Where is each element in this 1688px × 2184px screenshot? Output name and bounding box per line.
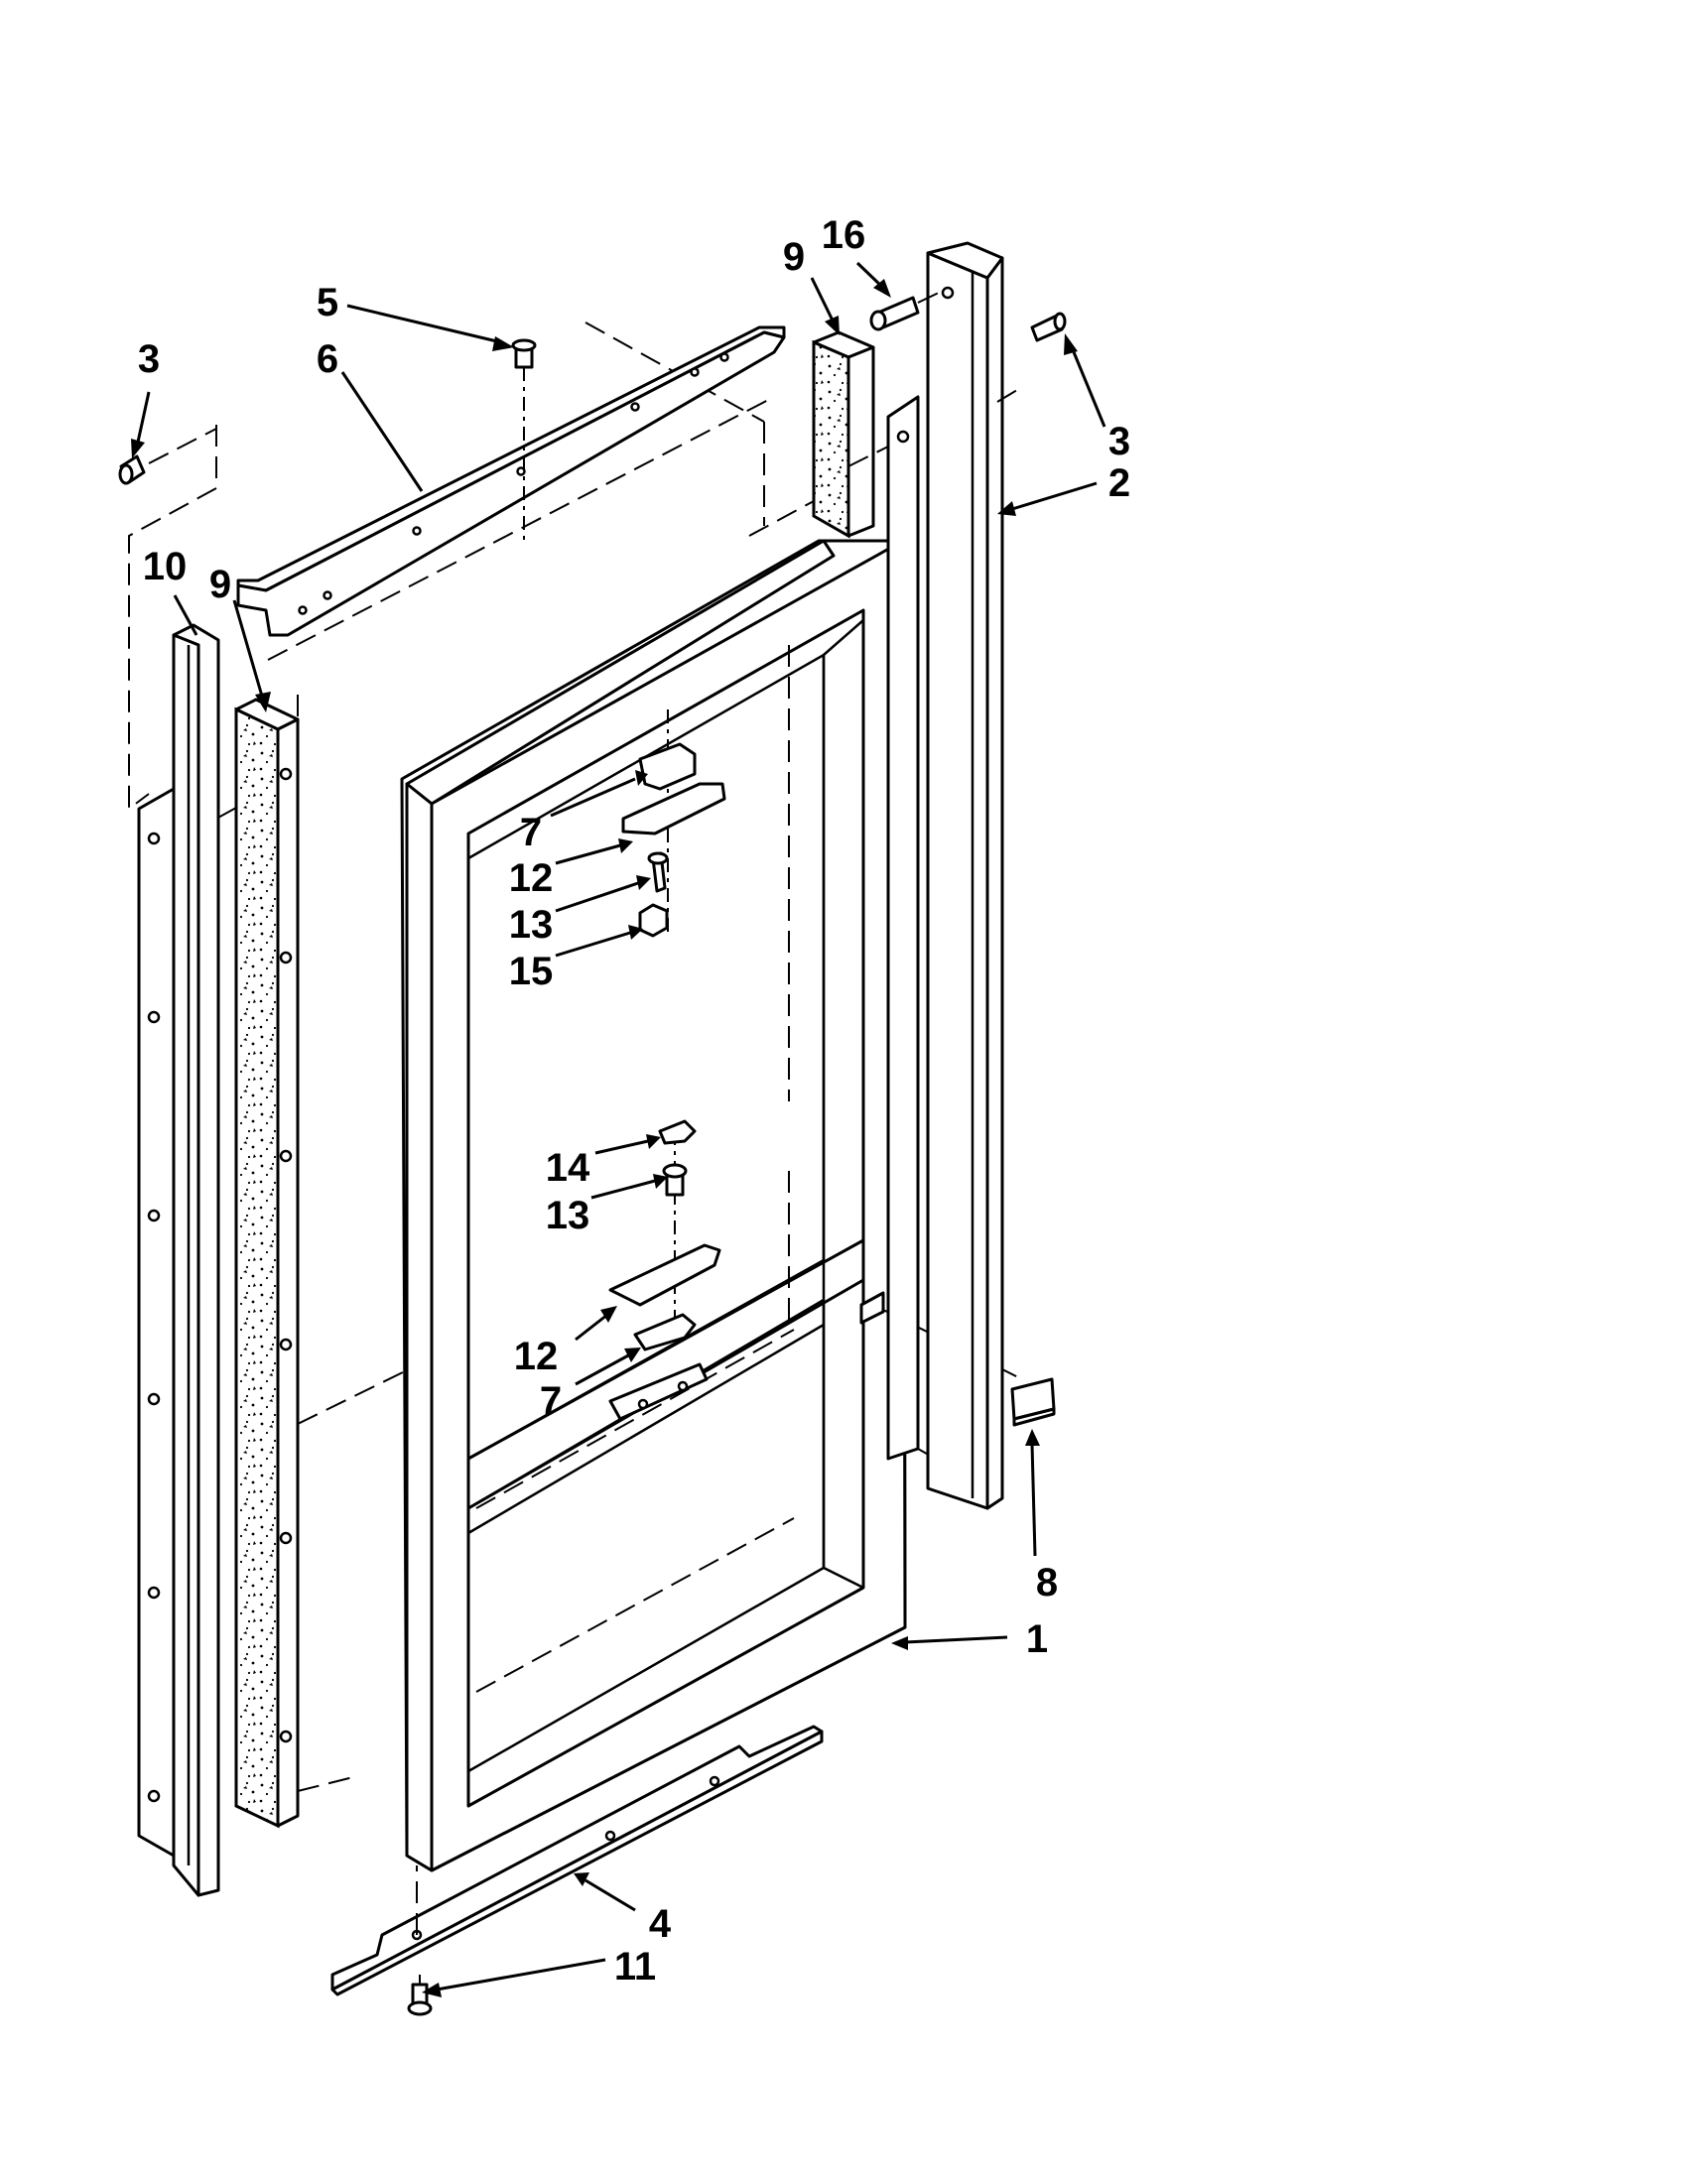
callout-10: 10: [143, 545, 188, 588]
lower-hinge-assembly: [608, 1119, 721, 1421]
callout-12-bottom: 12: [514, 1335, 559, 1378]
callout-16: 16: [822, 213, 866, 257]
screw-11: [407, 1975, 433, 2016]
screw-3-right: [1030, 312, 1067, 342]
top-trim-strip: [236, 325, 786, 637]
callout-4: 4: [649, 1902, 672, 1946]
callout-3-right: 3: [1108, 420, 1130, 463]
door-interior-hidden: [475, 645, 795, 1693]
callout-5: 5: [317, 281, 338, 324]
right-back-channel: [886, 395, 954, 1470]
callout-3-left: 3: [138, 337, 160, 381]
callout-6: 6: [317, 337, 338, 381]
callout-14: 14: [546, 1146, 590, 1190]
left-trim-channel: [137, 623, 220, 1897]
screw-5: [511, 338, 537, 546]
screw-3-left: [118, 428, 217, 485]
upper-hinge-assembly: [621, 709, 726, 938]
callout-7-bottom: 7: [540, 1379, 562, 1423]
right-trim-channel: [926, 241, 1023, 1510]
callout-13-mid: 13: [546, 1194, 590, 1237]
right-foam-gasket: [748, 330, 909, 539]
callout-9-right: 9: [783, 235, 805, 279]
callout-8: 8: [1036, 1561, 1058, 1605]
callout-7-top: 7: [520, 811, 542, 854]
callout-12-top: 12: [509, 856, 554, 900]
callout-11: 11: [614, 1945, 656, 1989]
callout-9-left: 9: [209, 563, 231, 606]
door-frame: [400, 539, 907, 1872]
bottom-trim-strip: [330, 1725, 824, 1996]
leader-lines: [131, 261, 1106, 1997]
callout-2: 2: [1108, 461, 1130, 505]
left-foam-gasket: [234, 698, 300, 1829]
callout-1: 1: [1026, 1617, 1048, 1661]
pin-16: [869, 290, 944, 331]
callout-15: 15: [509, 950, 554, 993]
callout-13-top: 13: [509, 903, 554, 947]
callout-labels: 3 5 6 9 16 3 2 10 9 7 12 13 15 14 13 12 …: [138, 213, 1130, 1989]
